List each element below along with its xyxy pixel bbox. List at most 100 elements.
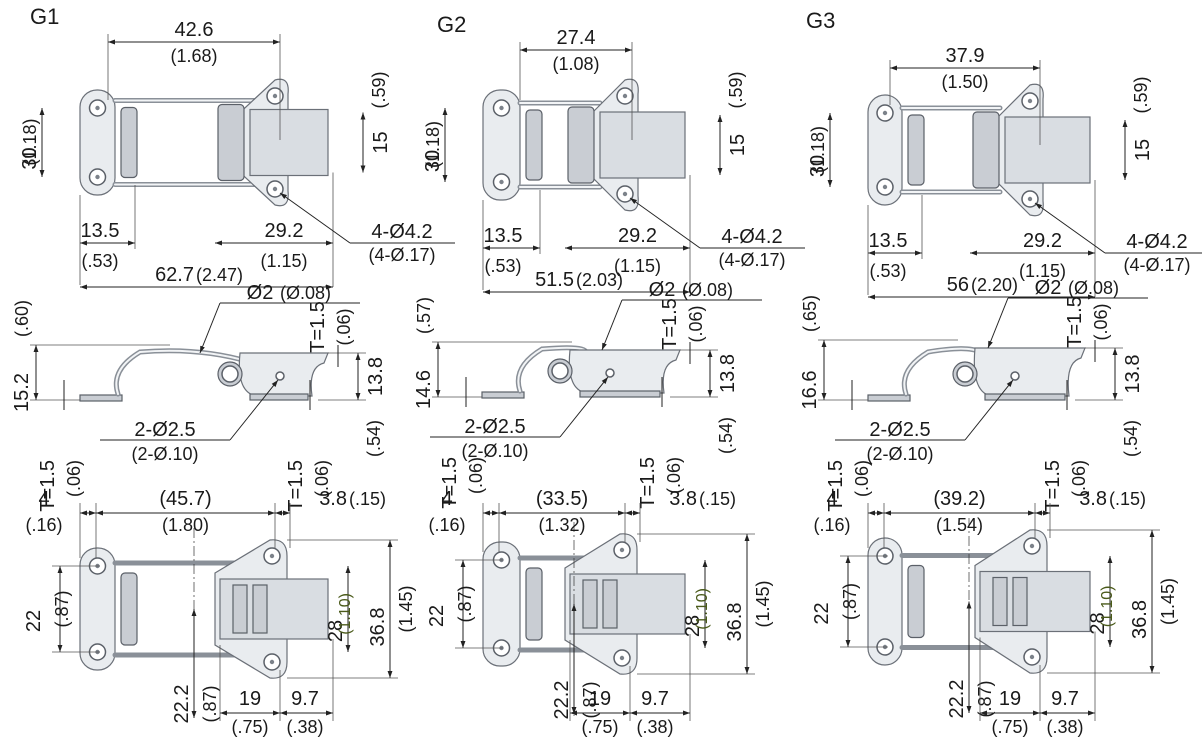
height-inch: (1.18) xyxy=(423,121,443,168)
hole-center xyxy=(1027,98,1033,104)
offset-value: 22.2 xyxy=(551,681,573,720)
thickness-left-inch: (.06) xyxy=(852,460,872,497)
left-tab xyxy=(79,394,123,402)
latch-body xyxy=(249,108,329,177)
hole-pitch-inch: (.87) xyxy=(455,585,475,622)
hook-height-inch: (.60) xyxy=(12,300,32,337)
wire-spec-inch: (Ø.08) xyxy=(1068,278,1119,298)
outer-height-inch: (1.45) xyxy=(396,585,416,632)
edge-value: 4 xyxy=(38,488,49,510)
wire-spec-inch: (Ø.08) xyxy=(682,280,733,300)
hole-center xyxy=(1029,543,1035,549)
pin-hole xyxy=(275,371,285,381)
height-inch: (1.18) xyxy=(20,119,40,166)
right-height-inch: (.59) xyxy=(369,71,389,108)
offset-inch: (.87) xyxy=(580,681,600,718)
offset-inch: (.87) xyxy=(200,685,220,722)
pin-spec-inch: (2-Ø.10) xyxy=(461,441,528,461)
pin-spec: 2-Ø2.5 xyxy=(134,419,195,441)
thickness-right-inch: (.06) xyxy=(312,460,332,497)
b1-value: 19 xyxy=(239,688,261,710)
width-value: 37.9 xyxy=(946,45,985,67)
left-offset-value: 13.5 xyxy=(484,225,523,247)
pin-leader xyxy=(964,379,1014,441)
right-edge-value: 3.8 xyxy=(669,488,697,510)
front-clip xyxy=(602,579,618,629)
hook-bar xyxy=(120,106,138,179)
side-base xyxy=(984,393,1066,401)
base-height-value: 13.8 xyxy=(365,357,387,396)
side-pivot-hole xyxy=(956,365,974,383)
inner-height-value: 28 xyxy=(682,615,704,637)
hole-center xyxy=(619,547,625,553)
span-inch: (1.32) xyxy=(538,515,585,535)
hole-center xyxy=(622,93,628,99)
pin-hole xyxy=(1010,371,1020,381)
hole-pitch-value: 22 xyxy=(426,605,448,627)
left-tab xyxy=(867,394,911,402)
hole-center xyxy=(95,105,100,111)
width-inch: (1.08) xyxy=(552,54,599,74)
right-edge-value: 3.8 xyxy=(1079,488,1107,510)
side-pivot-hole xyxy=(551,362,569,380)
right-offset-inch: (1.15) xyxy=(260,251,307,271)
pin-hole xyxy=(605,368,615,378)
hole-leader xyxy=(1034,202,1106,254)
side-body xyxy=(973,347,1086,397)
pin-leader xyxy=(229,379,279,441)
b2-inch: (.38) xyxy=(636,717,673,737)
left-mount-plate xyxy=(482,89,521,201)
total-length-inch: (2.47) xyxy=(196,265,243,285)
wire-leader xyxy=(987,297,1009,349)
height-value: 30 xyxy=(422,150,444,172)
edge-inch: (.16) xyxy=(25,515,62,535)
side-pivot-hole xyxy=(221,365,239,383)
right-edge-inch: (.15) xyxy=(699,489,736,509)
edge-inch: (.16) xyxy=(813,515,850,535)
front-hook-bar xyxy=(525,567,543,641)
front-clip xyxy=(582,579,598,629)
b1-inch: (.75) xyxy=(581,717,618,737)
thickness-right-value: T=1.5 xyxy=(637,457,659,509)
front-clip xyxy=(252,584,268,634)
width-inch: (1.68) xyxy=(170,46,217,66)
right-offset-value: 29.2 xyxy=(265,220,304,242)
hook-height-value: 16.6 xyxy=(799,371,821,410)
thickness-right-inch: (.06) xyxy=(1069,460,1089,497)
thickness-top-inch: (.06) xyxy=(334,308,354,345)
b1-inch: (.75) xyxy=(991,717,1028,737)
base-height-inch: (.54) xyxy=(364,420,384,457)
outer-height-inch: (1.45) xyxy=(753,580,773,627)
inner-height-inch: (1.10) xyxy=(337,593,354,635)
wire-leader xyxy=(601,299,623,351)
right-height-inch: (.59) xyxy=(1131,76,1151,113)
hole-center xyxy=(272,93,278,99)
outer-height-value: 36.8 xyxy=(367,608,389,647)
offset-inch: (.87) xyxy=(975,680,995,717)
pin-spec-inch: (2-Ø.10) xyxy=(866,444,933,464)
hole-pitch-inch: (.87) xyxy=(840,583,860,620)
hook-height-inch: (.65) xyxy=(800,295,820,332)
total-length-inch: (2.03) xyxy=(576,270,623,290)
right-height-value: 15 xyxy=(370,131,392,153)
b2-value: 9.7 xyxy=(291,688,319,710)
thickness-left-inch: (.06) xyxy=(466,457,486,494)
hole-leader xyxy=(629,197,701,249)
left-offset-value: 13.5 xyxy=(81,220,120,242)
outer-height-value: 36.8 xyxy=(1129,600,1151,639)
offset-value: 22.2 xyxy=(946,680,968,719)
side-base xyxy=(249,393,309,401)
pin-spec: 2-Ø2.5 xyxy=(869,419,930,441)
left-mount-plate xyxy=(867,94,903,206)
hook-bar xyxy=(907,114,925,186)
outer-height-inch: (1.45) xyxy=(1158,578,1178,625)
right-offset-inch: (1.15) xyxy=(614,256,661,276)
b2-inch: (.38) xyxy=(286,717,323,737)
edge-inch: (.16) xyxy=(428,515,465,535)
front-hook-bar xyxy=(907,564,925,639)
hole-center xyxy=(269,659,275,665)
b1-inch: (.75) xyxy=(231,717,268,737)
left-offset-inch: (.53) xyxy=(869,261,906,281)
thickness-right-value: T=1.5 xyxy=(1042,460,1064,512)
thickness-top-value: T=1.5 xyxy=(659,298,681,350)
